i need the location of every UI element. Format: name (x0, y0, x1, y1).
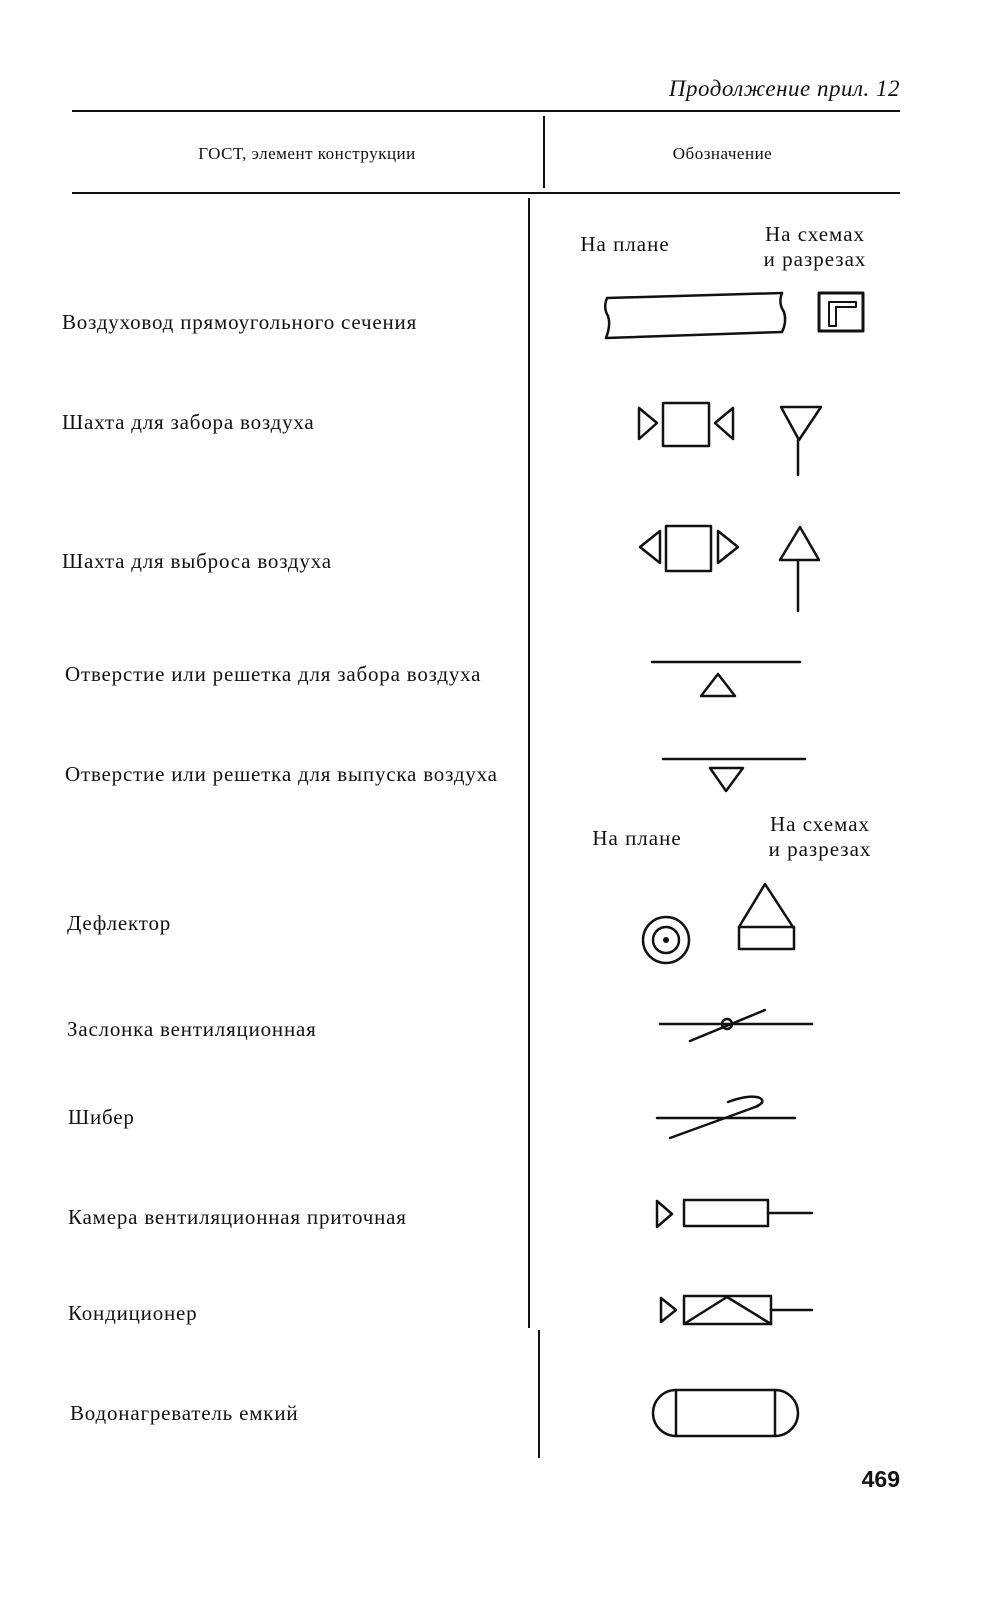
deflector-icon (641, 882, 796, 965)
row-label-intake-shaft: Шахта для забора воздуха (62, 410, 315, 434)
air-conditioner-icon (659, 1294, 814, 1326)
subheader-schemes-line1: На схемах (764, 222, 866, 246)
row-label-supply-chamber: Камера вентиляционная приточная (68, 1205, 407, 1229)
header-bottom-rule (72, 192, 900, 194)
water-heater-icon (651, 1388, 800, 1438)
row-label-exhaust-shaft: Шахта для выброса воздуха (62, 549, 332, 573)
row-label-ventilation-damper: Заслонка вентиляционная (67, 1017, 317, 1041)
subheader-plan-top: На плане (580, 232, 670, 256)
row-label-deflector: Дефлектор (67, 911, 172, 935)
subheader-schemes-top: На схемах и разрезах (735, 222, 895, 272)
subheader-schemes-bottom: На схемах и разрезах (740, 812, 900, 862)
outlet-grille-icon (661, 757, 807, 793)
ventilation-damper-icon (658, 1008, 814, 1043)
air-exhaust-shaft-icon (638, 524, 821, 613)
column-divider-lower (538, 1330, 540, 1458)
rectangular-duct-icon (604, 291, 865, 340)
row-label-water-heater: Водонагреватель емкий (70, 1401, 299, 1425)
air-intake-shaft-icon (637, 401, 823, 477)
column-header-element: ГОСТ, элемент конструкции (198, 144, 416, 163)
row-label-air-conditioner: Кондиционер (68, 1301, 198, 1325)
gate-damper-icon (655, 1095, 797, 1140)
intake-grille-icon (650, 660, 802, 698)
continuation-label: Продолжение прил. 12 (668, 76, 900, 101)
subheader-plan-bottom: На плане (592, 826, 682, 850)
row-label-rectangular-duct: Воздуховод прямоугольного сечения (62, 310, 418, 334)
header-divider (543, 116, 545, 188)
supply-chamber-icon (655, 1198, 814, 1229)
column-divider (528, 198, 530, 1328)
row-label-outlet-grille: Отверстие или решетка для выпуска воздух… (65, 762, 498, 786)
column-header-symbol: Обозначение (672, 144, 773, 163)
top-rule (72, 110, 900, 112)
row-label-gate-damper: Шибер (68, 1105, 135, 1129)
subheader-schemes-line1: На схемах (769, 812, 871, 836)
page-number: 469 (861, 1466, 900, 1492)
subheader-schemes-line2: и разрезах (763, 247, 867, 271)
row-label-intake-grille: Отверстие или решетка для забора воздуха (65, 662, 482, 686)
subheader-schemes-line2: и разрезах (768, 837, 872, 861)
